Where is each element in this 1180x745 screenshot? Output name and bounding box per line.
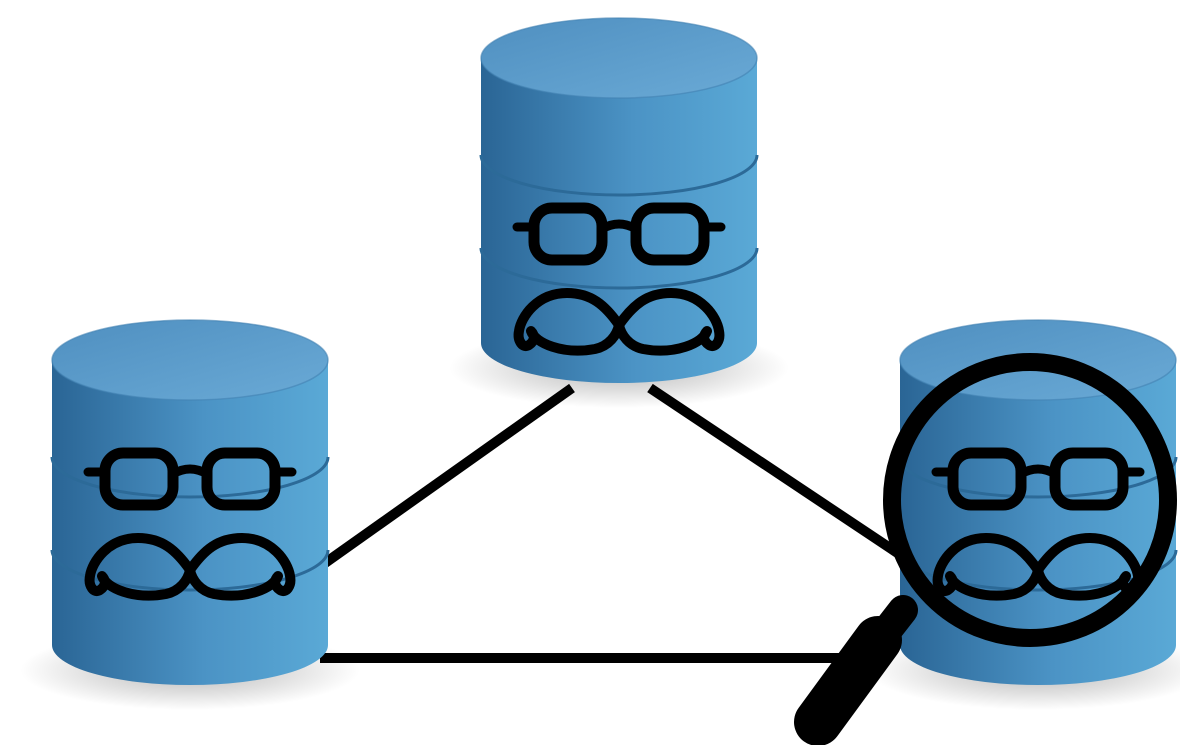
edge-top-left — [315, 383, 575, 573]
connection-lines — [315, 383, 923, 663]
database-icon — [447, 16, 791, 410]
database-node-left — [18, 318, 362, 712]
database-node-top — [447, 16, 791, 410]
database-icon — [866, 318, 1180, 712]
edge-top-right — [647, 383, 923, 573]
database-icon — [18, 318, 362, 712]
magnifying-glass-icon — [794, 353, 1177, 745]
database-node-right — [866, 318, 1180, 712]
